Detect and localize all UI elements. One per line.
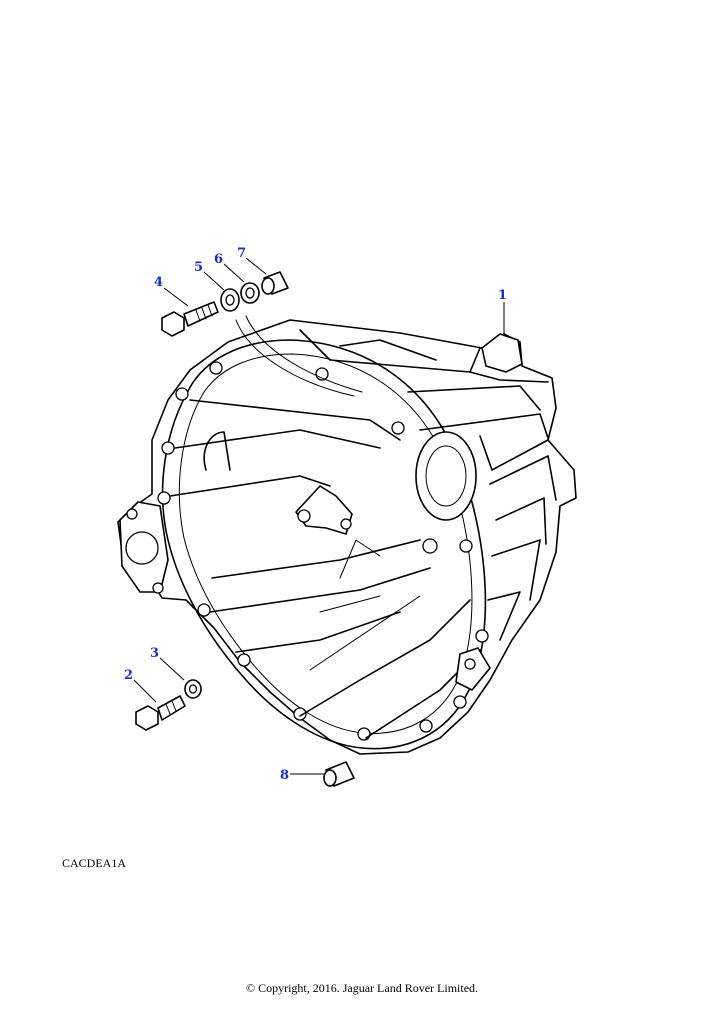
- callout-6: 6: [214, 252, 223, 267]
- upper-bolt-drawing: [161, 301, 219, 337]
- spring-washer-drawing: [240, 282, 260, 304]
- callout-3: 3: [150, 646, 159, 661]
- callout-2: 2: [124, 668, 133, 683]
- lower-bolt-drawing: [135, 695, 186, 731]
- flat-washer-drawing: [220, 288, 240, 312]
- clutch-housing-drawing: [117, 315, 577, 755]
- lower-dowel-drawing: [323, 761, 355, 787]
- callout-1: 1: [498, 288, 507, 303]
- lower-washer-drawing: [184, 679, 202, 699]
- upper-dowel-drawing: [261, 271, 289, 295]
- callout-7: 7: [237, 246, 246, 261]
- copyright-notice: © Copyright, 2016. Jaguar Land Rover Lim…: [245, 981, 479, 995]
- callout-5: 5: [194, 260, 203, 275]
- callout-8: 8: [280, 768, 289, 783]
- callout-labels: 1 2 3 4 5 6 7 8: [124, 246, 507, 783]
- diagram-reference-code: CACDEA1A: [62, 856, 127, 870]
- leader-lines: [133, 257, 505, 775]
- callout-4: 4: [154, 275, 163, 290]
